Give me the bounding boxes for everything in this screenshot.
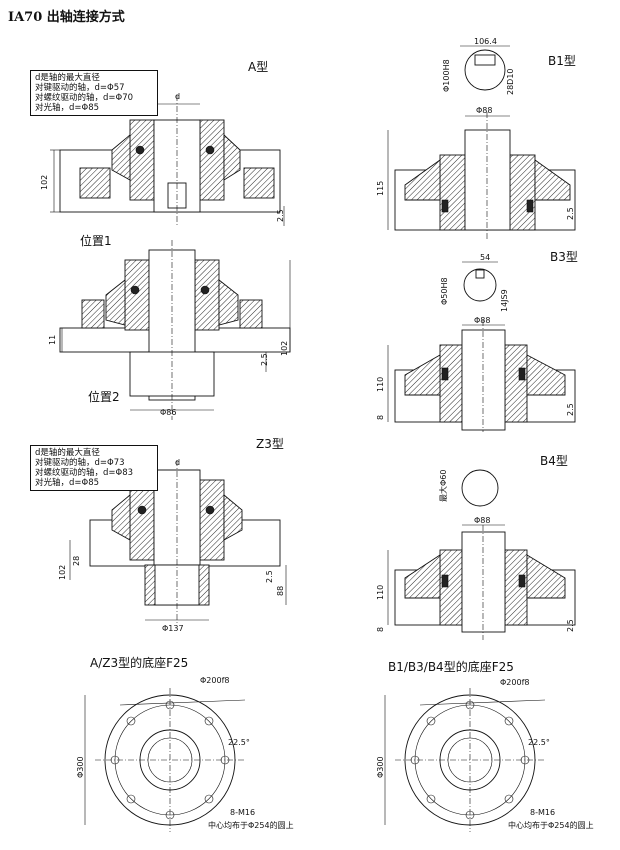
dim-z3-137: Φ137 — [162, 624, 184, 633]
dim-b4-8: 8 — [376, 626, 385, 632]
dim-b3-25: 2.5 — [566, 403, 575, 416]
dim-b3-14: 14JS9 — [500, 289, 509, 312]
base-az3-plan — [84, 688, 246, 832]
dim-base-az3-300: Φ300 — [76, 756, 85, 778]
dim-b4-60: 最大Φ60 — [439, 469, 448, 502]
dim-base-b-300: Φ300 — [376, 756, 385, 778]
dim-pos-11: 11 — [48, 334, 57, 345]
note-line: 对螺纹驱动的轴，d=Φ83 — [35, 468, 134, 478]
note-line: 对螺纹驱动的轴，d=Φ70 — [35, 93, 134, 103]
dim-z3-25: 2.5 — [265, 570, 274, 583]
label-a-type: A型 — [248, 60, 269, 74]
b1-type-assembly — [387, 45, 576, 240]
page-title: IA70 出轴连接方式 — [8, 10, 125, 25]
note-line: 对光轴，d=Φ85 — [35, 478, 100, 488]
dim-z3-88: 88 — [276, 585, 285, 596]
b4-type-assembly — [387, 469, 576, 640]
dim-pos-86: Φ86 — [160, 408, 177, 417]
dim-a-102: 102 — [40, 174, 49, 190]
dim-pos-25: 2.5 — [260, 353, 269, 366]
dim-b1-25: 2.5 — [566, 207, 575, 220]
dim-b3-110: 110 — [376, 376, 385, 392]
label-z3-type: Z3型 — [256, 437, 284, 451]
dim-b3-8: 8 — [376, 414, 385, 420]
note-line: 对键驱动的轴，d=Φ73 — [35, 458, 125, 468]
dim-b1-106: 106.4 — [474, 37, 497, 46]
dim-pos-102: 102 — [280, 340, 289, 356]
dim-z3-28: 28 — [72, 555, 81, 566]
dim-b3-54: 54 — [480, 253, 491, 262]
dim-base-az3-200: Φ200f8 — [200, 676, 230, 685]
b3-type-assembly — [387, 261, 576, 432]
label-position-2: 位置2 — [88, 390, 120, 404]
dim-base-az3-m16: 8-M16 — [230, 808, 256, 817]
dim-b4-88: Φ88 — [474, 516, 491, 525]
dim-b4-25: 2.5 — [566, 619, 575, 632]
note-z3-type: d是轴的最大直径 对键驱动的轴，d=Φ73 对螺纹驱动的轴，d=Φ83 对光轴，… — [30, 445, 158, 491]
label-position-1: 位置1 — [80, 234, 112, 248]
label-b1-type: B1型 — [548, 54, 576, 68]
position-assembly — [59, 240, 291, 420]
base-b-plan — [384, 688, 546, 832]
dim-b1-28: 28D10 — [506, 68, 515, 95]
note-a-type: d是轴的最大直径 对键驱动的轴，d=Φ57 对螺纹驱动的轴，d=Φ70 对光轴，… — [30, 70, 158, 116]
dim-base-az3-225: 22.5° — [228, 738, 250, 747]
dim-base-b-225: 22.5° — [528, 738, 550, 747]
dim-base-b-254: 中心均布于Φ254的圆上 — [508, 821, 594, 830]
label-base-b: B1/B3/B4型的底座F25 — [388, 660, 514, 674]
dim-a-d: d — [175, 92, 181, 101]
note-line: d是轴的最大直径 — [35, 448, 100, 458]
label-b4-type: B4型 — [540, 454, 568, 468]
dim-base-b-m16: 8-M16 — [530, 808, 556, 817]
dim-base-az3-254: 中心均布于Φ254的圆上 — [208, 821, 294, 830]
dim-b4-110: 110 — [376, 584, 385, 600]
dim-z3-102: 102 — [58, 564, 67, 580]
dim-b1-88: Φ88 — [476, 106, 493, 115]
dim-z3-d: d — [175, 458, 181, 467]
note-line: 对键驱动的轴，d=Φ57 — [35, 83, 125, 93]
dim-b3-88: Φ88 — [474, 316, 491, 325]
label-b3-type: B3型 — [550, 250, 578, 264]
dim-b1-100: Φ100H8 — [442, 59, 451, 92]
note-line: d是轴的最大直径 — [35, 73, 100, 83]
dim-base-b-200: Φ200f8 — [500, 678, 530, 687]
z3-type-assembly — [69, 460, 287, 625]
a-type-assembly — [50, 95, 285, 226]
label-base-az3: A/Z3型的底座F25 — [90, 656, 189, 670]
note-line: 对光轴，d=Φ85 — [35, 103, 100, 113]
dim-b1-115: 115 — [376, 180, 385, 196]
dim-b3-50: Φ50H8 — [440, 277, 449, 305]
dim-a-25: 2.5 — [276, 209, 285, 222]
